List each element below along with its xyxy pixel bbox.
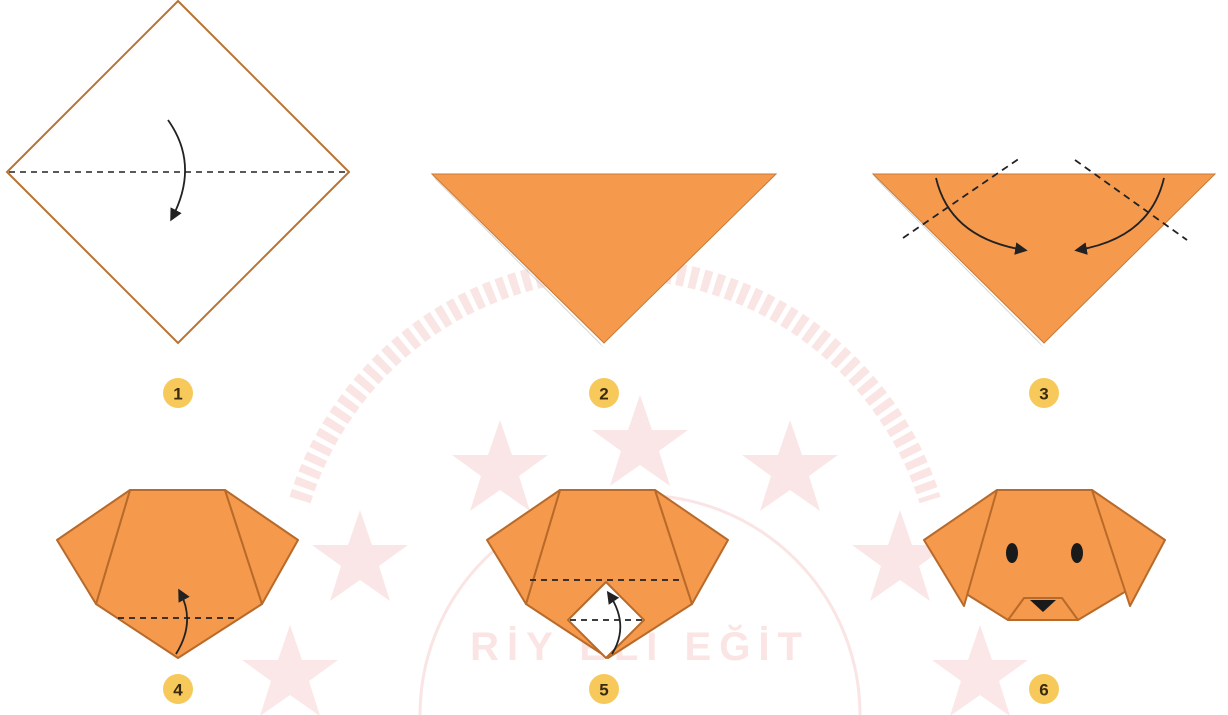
step-number-3: 3 xyxy=(1039,385,1048,404)
step-number-4: 4 xyxy=(173,681,183,700)
watermark-star xyxy=(932,625,1028,715)
left-eye-icon xyxy=(1006,543,1018,563)
step-badge-1: 1 xyxy=(163,378,193,408)
right-eye-icon xyxy=(1071,543,1083,563)
step-badge-3: 3 xyxy=(1029,378,1059,408)
step-number-6: 6 xyxy=(1039,681,1048,700)
step-1-diagram xyxy=(7,1,349,343)
step-badge-4: 4 xyxy=(163,674,193,704)
watermark-star xyxy=(312,510,408,601)
step-2-diagram xyxy=(432,174,776,348)
step-badge-5: 5 xyxy=(589,674,619,704)
watermark-star xyxy=(592,395,688,486)
watermark-star xyxy=(452,420,548,511)
paper-triangle xyxy=(873,174,1215,343)
paper-triangle xyxy=(432,174,776,343)
step-number-2: 2 xyxy=(599,385,608,404)
step-4-diagram xyxy=(57,490,298,658)
step-number-5: 5 xyxy=(599,681,608,700)
watermark-star xyxy=(742,420,838,511)
step-3-diagram xyxy=(873,158,1215,348)
step-badge-2: 2 xyxy=(589,378,619,408)
step-number-1: 1 xyxy=(173,385,182,404)
watermark-star xyxy=(242,625,338,715)
step-badge-6: 6 xyxy=(1029,674,1059,704)
step-6-diagram xyxy=(924,490,1165,620)
